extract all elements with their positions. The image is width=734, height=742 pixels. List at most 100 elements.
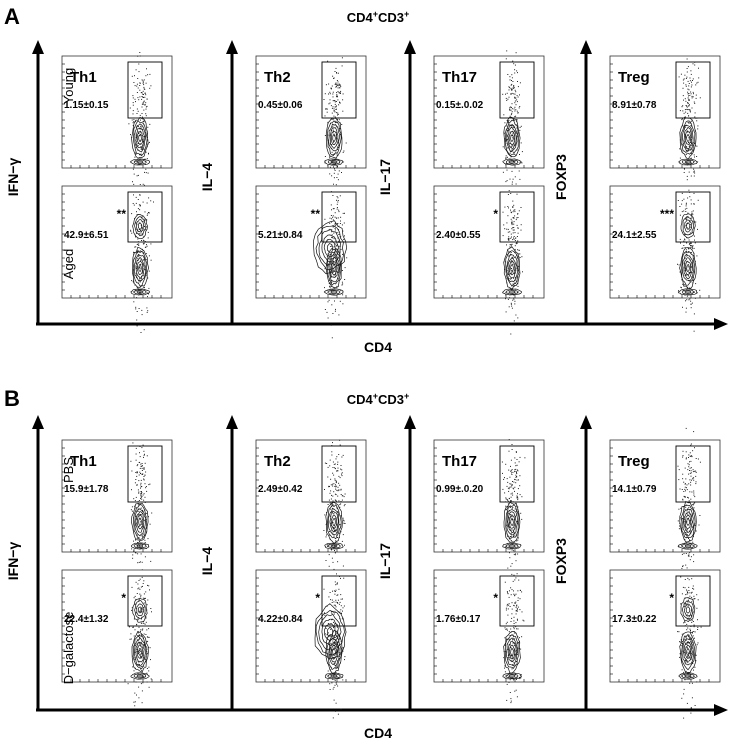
event-dot <box>681 650 683 652</box>
event-dot <box>339 101 340 103</box>
event-dot <box>508 488 510 490</box>
event-dot <box>147 296 148 298</box>
event-dot <box>688 500 690 502</box>
event-dot <box>343 519 344 521</box>
event-dot <box>515 577 517 579</box>
event-dot <box>140 683 142 685</box>
event-dot <box>689 595 691 597</box>
event-dot <box>695 84 697 86</box>
event-dot <box>506 92 508 94</box>
event-dot <box>138 500 140 501</box>
event-dot <box>508 255 510 257</box>
event-dot <box>139 280 141 282</box>
event-dot <box>146 641 148 643</box>
event-dot <box>334 288 336 290</box>
event-dot <box>332 96 334 98</box>
event-dot <box>328 657 330 659</box>
event-dot <box>330 547 332 549</box>
event-dot <box>515 606 517 608</box>
event-dot <box>693 554 695 556</box>
event-dot <box>339 611 341 613</box>
event-dot <box>688 464 690 466</box>
event-dot <box>337 81 339 83</box>
event-dot <box>504 477 505 479</box>
event-dot <box>332 93 334 95</box>
event-dot <box>693 598 695 600</box>
event-dot <box>510 233 512 235</box>
event-dot <box>333 110 335 112</box>
event-dot <box>148 152 149 154</box>
event-dot <box>134 234 136 236</box>
event-dot <box>133 301 135 303</box>
event-dot <box>690 243 692 244</box>
event-dot <box>145 646 147 648</box>
event-dot <box>503 651 505 652</box>
event-dot <box>135 258 137 260</box>
event-dot <box>326 311 328 313</box>
event-dot <box>505 498 507 500</box>
event-dot <box>341 57 343 59</box>
event-dot <box>515 689 517 691</box>
event-dot <box>325 627 327 629</box>
event-dot <box>513 143 515 145</box>
event-dot <box>692 541 694 543</box>
event-dot <box>335 184 337 186</box>
event-dot <box>685 553 687 554</box>
event-dot <box>688 137 690 139</box>
event-dot <box>333 699 335 701</box>
event-dot <box>337 148 338 150</box>
event-dot <box>683 717 685 719</box>
event-dot <box>337 277 339 279</box>
event-dot <box>142 141 144 143</box>
event-dot <box>679 110 681 112</box>
event-dot <box>335 622 336 624</box>
event-dot <box>519 640 520 642</box>
event-dot <box>516 217 518 219</box>
x-axis-arrowhead <box>714 704 728 716</box>
event-dot <box>507 270 509 272</box>
event-dot <box>686 702 688 704</box>
event-dot <box>686 536 688 538</box>
event-dot <box>143 84 145 86</box>
event-dot <box>334 581 336 583</box>
event-dot <box>332 215 334 217</box>
event-dot <box>513 285 515 287</box>
event-dot <box>148 636 150 638</box>
event-dot <box>141 635 143 637</box>
event-dot <box>334 223 336 225</box>
event-dot <box>336 196 338 198</box>
event-dot <box>694 631 696 633</box>
event-dot <box>141 561 143 563</box>
event-dot <box>339 524 341 526</box>
event-dot <box>337 85 339 87</box>
event-dot <box>693 431 695 433</box>
event-dot <box>141 147 143 149</box>
event-dot <box>692 291 694 293</box>
event-dot <box>145 661 147 663</box>
event-dot <box>142 102 144 104</box>
event-dot <box>694 235 695 237</box>
event-dot <box>144 617 146 619</box>
event-dot <box>690 712 692 714</box>
event-dot <box>700 626 702 628</box>
event-dot <box>681 118 683 120</box>
event-dot <box>689 479 691 481</box>
event-dot <box>692 282 694 284</box>
density-contour <box>130 672 150 680</box>
event-dot <box>683 172 685 173</box>
event-dot <box>336 207 338 208</box>
event-dot <box>687 508 689 510</box>
event-dot <box>147 133 148 135</box>
event-dot <box>684 238 685 240</box>
event-dot <box>333 159 335 161</box>
event-dot <box>337 677 339 679</box>
event-dot <box>331 337 333 339</box>
density-contour <box>510 263 514 273</box>
event-dot <box>338 603 340 605</box>
event-dot <box>686 589 687 591</box>
event-dot <box>325 108 327 110</box>
event-dot <box>337 200 339 201</box>
gate-box <box>499 445 535 503</box>
event-dot <box>693 631 695 632</box>
